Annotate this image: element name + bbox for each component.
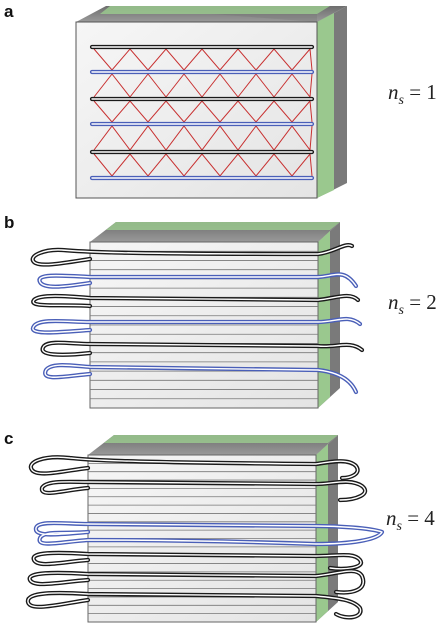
strand-blue-core [38,273,357,288]
strand-black-core [27,592,362,619]
panel-a-ns-label: ns = 1 [388,82,437,108]
ns-symbol: n [388,290,399,314]
panel-a-diagram [75,6,347,199]
ns-subscript: s [398,303,404,319]
panel-a-strands [89,44,315,181]
crosslink-zigzag [93,125,313,152]
strand-black-core [32,295,359,307]
ns-value: = 4 [401,506,435,530]
strand-blue-core [44,364,357,393]
strand-black-core [29,570,364,594]
ns-value: = 2 [403,290,437,314]
strand-black-core [32,244,353,266]
crosslink-zigzag [93,73,313,99]
panel-a-block [75,6,347,199]
panel-b-diagram [30,222,365,409]
crosslink-zigzag [93,47,313,71]
ns-subscript: s [398,93,404,109]
crosslink-zigzag [93,99,313,123]
crosslink-zigzag [93,152,313,177]
panel-b-strands [30,243,365,395]
panel-b-ns-label: ns = 2 [388,292,437,318]
strand-blue-core [35,522,383,545]
ns-symbol: n [388,80,399,104]
panel-a-letter: a [4,2,14,21]
panel-c-diagram [25,435,385,623]
ns-value: = 1 [403,80,437,104]
panel-c-strands [25,455,385,620]
panel-c-ns-label: ns = 4 [386,508,435,534]
ns-symbol: n [386,506,397,530]
strand-black-core [41,481,366,501]
strand-black-core [41,342,363,356]
strand-blue-core [32,318,361,334]
panel-a-crosslinks [93,47,313,177]
strand-black-core [30,456,359,479]
panel-c-letter: c [4,429,14,448]
ns-subscript: s [396,519,402,535]
strand-black-core [33,552,362,570]
panel-b-letter: b [4,213,15,232]
